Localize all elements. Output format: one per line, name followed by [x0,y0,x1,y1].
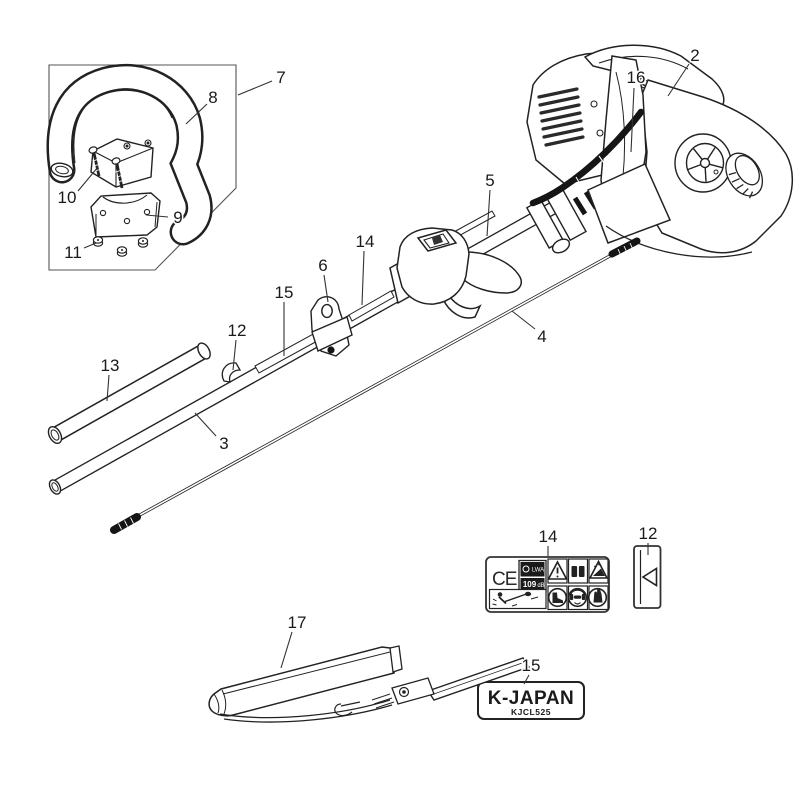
callout-15b: 15 [522,656,541,675]
strap-buckle [391,677,435,705]
callout-8: 8 [208,88,217,107]
recoil-starter[interactable] [674,133,732,193]
callout-9: 9 [173,208,182,227]
coupling-knob[interactable] [550,236,572,255]
fuel-cap[interactable] [718,147,770,203]
clutch-housing [587,163,672,244]
callout-10: 10 [58,188,77,207]
grip-tube [47,342,211,445]
callout-12b: 12 [639,524,658,543]
callout-13: 13 [101,356,120,375]
trigger-housing [389,227,522,319]
wear-gloves-icon [587,587,608,608]
throttle-cable [529,108,645,207]
rear-grip [461,251,522,294]
brand-decal: K-JAPAN KJCL525 [477,681,585,720]
handle-nuts [92,236,149,257]
left-arrow-icon [641,567,658,587]
brand-name: K-JAPAN [488,688,575,709]
pictogram-grid [547,558,609,611]
guard-body [208,646,399,717]
handle-bolts [88,146,124,189]
guard-rod [426,657,531,701]
loop-handle [46,63,213,246]
callout-12: 12 [228,321,247,340]
callout-11: 11 [64,243,82,262]
noise-unit: dB [537,583,544,589]
warning-decal: CE LWA 109 dB [485,556,610,613]
cooling-vents [537,87,585,147]
noise-value: 109 [523,580,537,589]
callout-3: 3 [219,434,228,453]
handle-clamp-upper [90,138,154,188]
strap-hook [334,701,361,717]
noise-label: LWA [532,568,544,574]
callout-numbers: 7 8 10 9 11 2 16 5 14 6 15 12 13 3 4 17 … [56,45,701,677]
callout-17: 17 [288,613,307,632]
ce-mark: CE [492,569,517,590]
hanger-screw [327,346,335,354]
shroud-screw [596,129,604,137]
trimmer-bystander-warning-icon [488,588,547,610]
transport-guard [208,645,531,723]
main-shaft-assembly [48,186,599,495]
harness-hanger [310,296,353,357]
callout-16: 16 [627,68,646,87]
housing-body [396,227,470,305]
callout-4: 4 [537,327,546,346]
handle-clamp-block [90,192,161,238]
model-number: KJCL525 [511,707,551,717]
engine-unit [526,44,794,258]
wear-boots-icon [547,587,568,608]
thrown-objects-warning-icon [588,559,609,579]
brand-decal-position [254,332,320,374]
throttle-trigger[interactable] [442,292,482,319]
callout-5: 5 [485,171,494,190]
callout-15: 15 [275,283,294,302]
callout-14b: 14 [539,527,558,546]
callout-7: 7 [276,68,285,87]
shaft-clip [221,362,242,383]
warning-decal-position [348,290,395,322]
callout-14: 14 [356,232,375,251]
leader-lines [77,63,690,685]
arrow-decal [633,545,662,609]
noise-level-box: LWA 109 dB [518,559,547,593]
handle-assembly-box [46,63,237,271]
shroud-screw [590,100,598,108]
callout-2: 2 [690,46,699,65]
guard-strap [219,699,391,719]
drive-shaft-rod [110,239,638,534]
stop-switch[interactable] [432,235,443,245]
general-warning-icon [547,560,568,580]
wear-eye-ear-protection-icon [567,587,588,608]
read-manual-icon [571,566,585,577]
gear-icon [522,565,530,573]
callout-6: 6 [318,256,327,275]
